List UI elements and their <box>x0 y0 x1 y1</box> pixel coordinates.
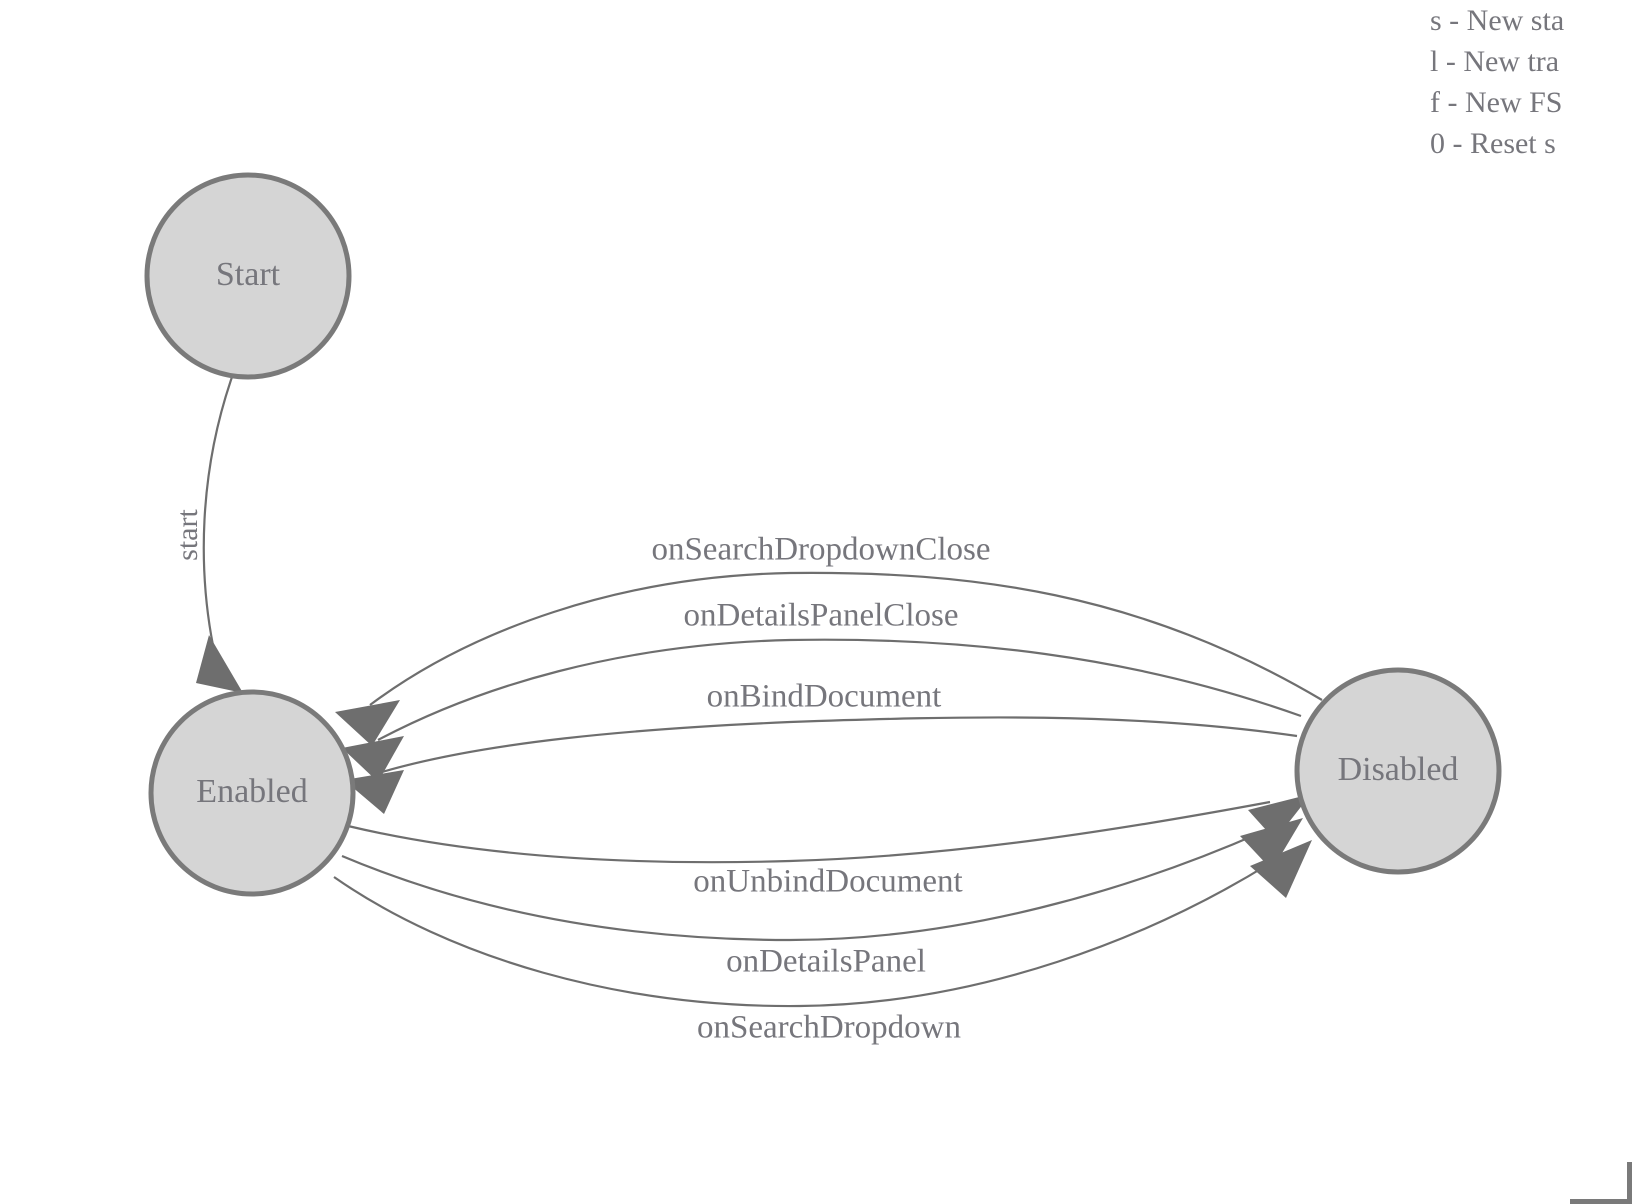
transition-label-ondetailspanelclose: onDetailsPanelClose <box>684 598 959 634</box>
state-start-circle <box>144 172 352 380</box>
transition-onbinddocument-path <box>381 716 1298 774</box>
transition-ondetailspanel[interactable] <box>341 818 1303 942</box>
transition-onunbinddocument-arrowhead <box>1248 794 1311 840</box>
state-node-start[interactable]: Start <box>144 172 352 380</box>
transition-label-start: start <box>171 509 204 561</box>
transition-ondetailspanel-arrowhead <box>1240 818 1303 870</box>
transition-onsearchdropdownclose-arrowhead <box>335 700 400 746</box>
transition-ondetailspanel-path <box>341 830 1263 942</box>
transition-ondetailspanelclose-arrowhead <box>342 736 404 782</box>
transition-onunbinddocument[interactable] <box>347 794 1311 864</box>
state-enabled-circle <box>148 689 356 897</box>
transition-label-onsearchdropdown: onSearchDropdown <box>697 1010 961 1046</box>
state-disabled-label: Disabled <box>1338 751 1459 788</box>
state-enabled-label: Enabled <box>196 773 307 810</box>
state-node-enabled[interactable]: Enabled <box>148 689 356 897</box>
transition-onsearchdropdown-arrowhead <box>1250 840 1312 898</box>
transition-label-ondetailspanel: onDetailsPanel <box>726 944 926 980</box>
transition-start[interactable] <box>196 376 243 693</box>
transition-start-arrowhead <box>196 635 243 693</box>
transition-onsearchdropdown-path <box>333 861 1273 1008</box>
transition-start-path <box>202 376 234 661</box>
transition-label-onunbinddocument: onUnbindDocument <box>693 864 962 900</box>
transition-label-onbinddocument: onBindDocument <box>707 679 942 715</box>
state-start-label: Start <box>216 256 281 293</box>
state-disabled-circle <box>1294 667 1502 875</box>
transition-onsearchdropdown[interactable] <box>333 840 1312 1008</box>
transition-label-onsearchdropdownclose: onSearchDropdownClose <box>651 532 990 568</box>
transition-onsearchdropdownclose[interactable] <box>335 571 1323 746</box>
transition-ondetailspanelclose-path <box>377 638 1302 741</box>
state-node-disabled[interactable]: Disabled <box>1294 667 1502 875</box>
transition-onunbinddocument-path <box>347 800 1271 864</box>
transition-ondetailspanelclose[interactable] <box>342 638 1302 782</box>
transition-onbinddocument[interactable] <box>344 716 1298 814</box>
transition-onbinddocument-arrowhead <box>344 770 404 814</box>
transition-onsearchdropdownclose-path <box>369 571 1323 706</box>
